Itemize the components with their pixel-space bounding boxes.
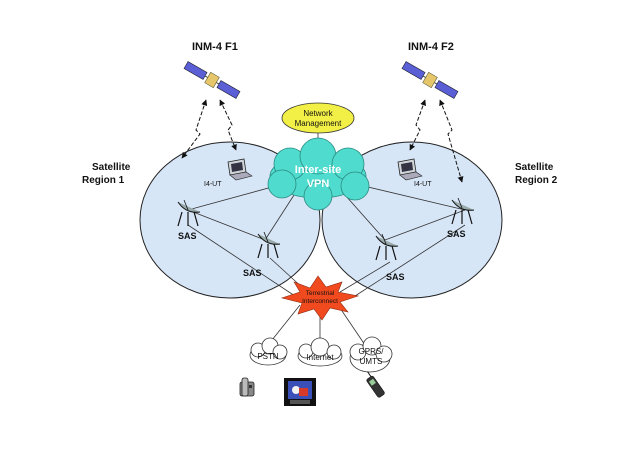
laptop-left-icon xyxy=(227,158,253,181)
terrestrial-interconnect-burst xyxy=(280,275,360,321)
satellite-links xyxy=(181,99,464,183)
vpn-label-line2: VPN xyxy=(307,178,330,190)
vpn-cloud xyxy=(267,137,370,211)
sas-dish-4-icon xyxy=(451,197,475,225)
mobile-phone-icon xyxy=(366,371,385,398)
region-2-label-line1: Satellite xyxy=(515,162,554,173)
sas-dish-3-icon xyxy=(375,233,399,261)
sas-dish-1-icon xyxy=(177,199,201,227)
region-1-label-line1: Satellite xyxy=(92,162,131,173)
gprs-label-line1: GPRS/ xyxy=(359,347,385,356)
ut-right-label: I4-UT xyxy=(414,181,432,188)
ut-left-label: I4-UT xyxy=(204,181,222,188)
network-management-line1: Network xyxy=(303,109,333,118)
telephone-icon xyxy=(239,377,255,397)
sas-label-2: SAS xyxy=(243,268,262,278)
laptop-right-icon xyxy=(397,158,423,181)
sas-dish-2-icon xyxy=(257,231,281,259)
sas-label-4: SAS xyxy=(447,229,466,239)
satellite-f2-label: INM-4 F2 xyxy=(408,41,454,53)
sas-label-1: SAS xyxy=(178,231,197,241)
terrestrial-line1: Terrestrial xyxy=(306,290,335,297)
satellite-f2-icon xyxy=(401,61,459,99)
network-management-line2: Management xyxy=(295,119,342,128)
region-1-label-line2: Region 1 xyxy=(82,175,125,186)
satellite-f1-icon xyxy=(183,61,241,99)
gprs-label-line2: UMTS xyxy=(360,357,383,366)
region-2-label-line2: Region 2 xyxy=(515,175,558,186)
computer-icon xyxy=(284,378,316,406)
vpn-label-line1: Inter-site xyxy=(295,164,341,176)
network-management-node xyxy=(281,102,355,134)
internet-cloud xyxy=(297,337,343,367)
terrestrial-line2: Interconnect xyxy=(302,298,338,305)
gprs-cloud xyxy=(349,336,393,373)
internet-label: Internet xyxy=(306,353,334,362)
satellite-f1-label: INM-4 F1 xyxy=(192,41,238,53)
sas-label-3: SAS xyxy=(386,272,405,282)
pstn-label: PSTN xyxy=(257,352,279,361)
pstn-cloud xyxy=(249,337,288,366)
